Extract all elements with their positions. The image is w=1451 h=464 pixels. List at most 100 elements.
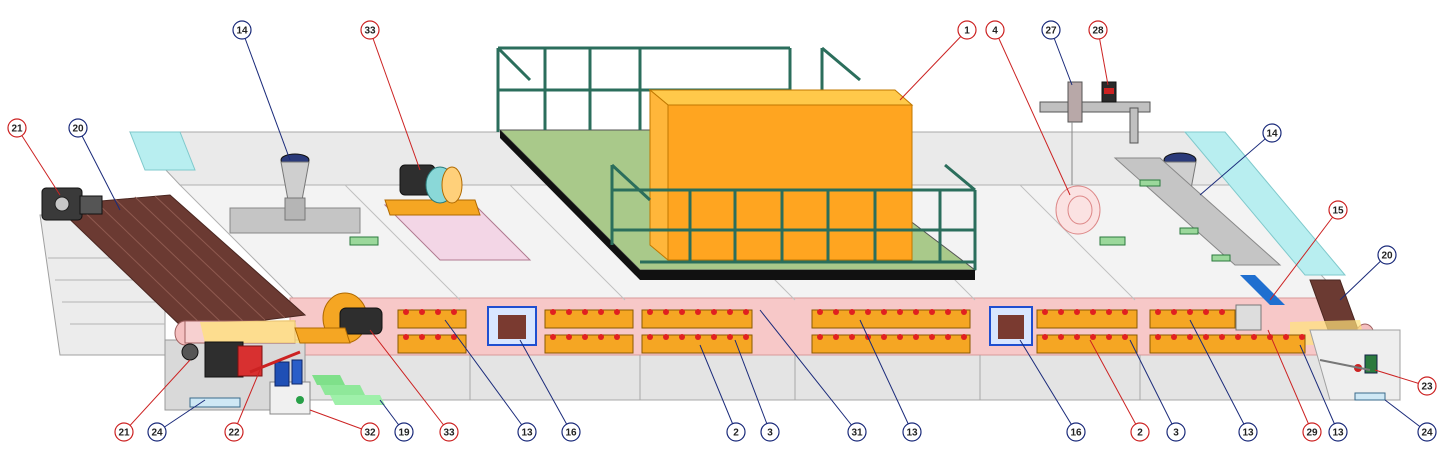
belt-stripe-3 bbox=[114, 198, 246, 324]
heater-element-dot bbox=[582, 309, 588, 315]
heater-bank-6-upper bbox=[1149, 309, 1236, 329]
heater-element-dot bbox=[403, 334, 409, 340]
floor-divider-1 bbox=[344, 184, 461, 301]
sensor-3 bbox=[1139, 179, 1161, 187]
lower-motor-33-body bbox=[339, 307, 383, 335]
heater-element-dot bbox=[679, 309, 685, 315]
callout-circle bbox=[1417, 376, 1437, 396]
heater-element-dot bbox=[614, 309, 620, 315]
heater-element-dot bbox=[435, 309, 441, 315]
heater-element-dot bbox=[849, 309, 855, 315]
heater-element-dot bbox=[1203, 309, 1209, 315]
right-side-items bbox=[1235, 275, 1378, 374]
heater-element-dot bbox=[833, 309, 839, 315]
heater-element-dot bbox=[1171, 309, 1177, 315]
callout-leader-line bbox=[123, 359, 191, 433]
sensor-5 bbox=[1211, 254, 1231, 262]
heater-element-dot bbox=[435, 334, 441, 340]
callout-leader-line bbox=[77, 127, 121, 211]
callout-leader-line bbox=[1269, 209, 1339, 301]
callout-label: 13 bbox=[906, 428, 918, 439]
heater-element-dot bbox=[743, 334, 749, 340]
heater-element-dot bbox=[647, 309, 653, 315]
observation-window-right bbox=[989, 306, 1033, 346]
callout-circle bbox=[114, 422, 134, 442]
belt-stripe-2 bbox=[94, 200, 226, 327]
valve-assembly bbox=[1039, 81, 1151, 185]
callout-circle bbox=[726, 422, 746, 442]
callout-label: 21 bbox=[118, 428, 130, 439]
heater-element-dot bbox=[1074, 334, 1080, 340]
callout-circle bbox=[7, 118, 27, 138]
callout-leader-line bbox=[444, 319, 528, 433]
platform-edge-front bbox=[640, 270, 975, 280]
heater-element-dot bbox=[817, 309, 823, 315]
callout-label: 3 bbox=[1173, 428, 1179, 439]
red-arm bbox=[249, 350, 301, 374]
rail-front-diag bbox=[610, 163, 652, 202]
heater-element-dot bbox=[550, 334, 556, 340]
callout-label: 14 bbox=[236, 26, 248, 37]
callout-circle bbox=[224, 422, 244, 442]
callout-label: 13 bbox=[521, 428, 533, 439]
callout-leader-line bbox=[1299, 344, 1339, 433]
callout-label: 33 bbox=[443, 428, 455, 439]
window-left-inner bbox=[498, 315, 526, 339]
ghost-fan-4 bbox=[1055, 185, 1101, 235]
callout-label: 33 bbox=[364, 26, 376, 37]
rail-side-left-top bbox=[496, 46, 532, 82]
callout-leader-line bbox=[859, 319, 913, 433]
callout-leader-line bbox=[1189, 319, 1249, 433]
callout-circle bbox=[394, 422, 414, 442]
callout-label: 15 bbox=[1332, 206, 1344, 217]
callout-leader-line bbox=[16, 127, 61, 196]
heater-element-dot bbox=[1058, 309, 1064, 315]
callout-circle bbox=[1130, 422, 1150, 442]
callout-label: 24 bbox=[1421, 428, 1433, 439]
callout-circle bbox=[232, 20, 252, 40]
heater-element-dot bbox=[451, 334, 457, 340]
callout-label: 21 bbox=[11, 124, 23, 135]
floor-divider-5 bbox=[1019, 184, 1136, 301]
heater-element-dot bbox=[961, 309, 967, 315]
right-glass-panel bbox=[1183, 131, 1347, 276]
callout-label: 13 bbox=[1332, 428, 1344, 439]
callout-label: 20 bbox=[72, 124, 84, 135]
heater-element-dot bbox=[727, 309, 733, 315]
heater-element-dot bbox=[1122, 309, 1128, 315]
block-body bbox=[667, 104, 913, 261]
callout-label: 23 bbox=[1421, 382, 1433, 393]
heater-element-dot bbox=[1235, 334, 1241, 340]
callout-label: 27 bbox=[1045, 26, 1057, 37]
heater-element-dot bbox=[1090, 334, 1096, 340]
rail-23 bbox=[1319, 359, 1371, 371]
callout-label: 2 bbox=[733, 428, 739, 439]
lower-motor-21 bbox=[204, 341, 244, 378]
heater-element-dot bbox=[727, 334, 733, 340]
heater-element-dot bbox=[961, 334, 967, 340]
callout-label: 20 bbox=[1381, 251, 1393, 262]
heater-element-dot bbox=[1058, 334, 1064, 340]
heater-element-dot bbox=[663, 334, 669, 340]
block-top bbox=[648, 89, 914, 106]
callout-label: 2 bbox=[1137, 428, 1143, 439]
heater-element-dot bbox=[419, 334, 425, 340]
heater-element-dot bbox=[1187, 309, 1193, 315]
heater-element-dot bbox=[582, 334, 588, 340]
heater-element-dot bbox=[881, 334, 887, 340]
heater-element-dot bbox=[1042, 334, 1048, 340]
heater-element-dot bbox=[1219, 309, 1225, 315]
heater-element-dot bbox=[743, 309, 749, 315]
belt-stripe-5 bbox=[154, 195, 286, 319]
rail-right-diag bbox=[944, 163, 976, 192]
yellow-belt-edge bbox=[200, 320, 300, 343]
callout-circle bbox=[1262, 123, 1282, 143]
heater-element-dot bbox=[1155, 334, 1161, 340]
callout-label: 13 bbox=[1242, 428, 1254, 439]
right-tray bbox=[1354, 392, 1386, 401]
sensor-2 bbox=[1099, 236, 1126, 246]
callout-circle bbox=[1328, 422, 1348, 442]
heater-element-dot bbox=[1155, 309, 1161, 315]
